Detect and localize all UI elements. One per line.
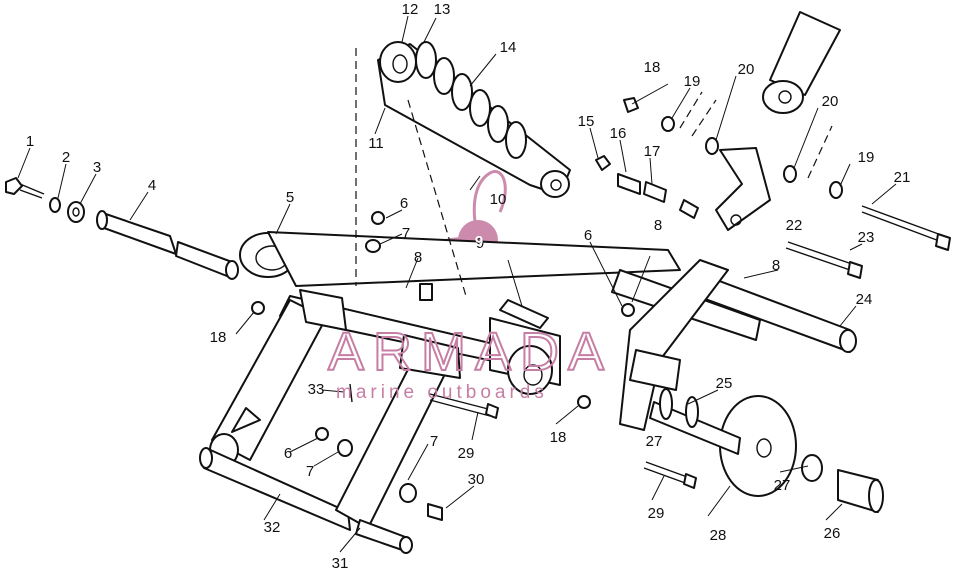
callout-19-right: 19 [858, 149, 875, 166]
callout-5: 5 [286, 189, 294, 206]
callout-26: 26 [824, 525, 841, 542]
callout-29-left: 29 [458, 445, 475, 462]
callout-18-top: 18 [644, 59, 661, 76]
callout-20-left: 20 [738, 61, 755, 78]
callout-8-right: 8 [772, 257, 780, 274]
callout-7: 7 [402, 225, 410, 242]
callout-15: 15 [578, 113, 595, 130]
leader-lines [17, 15, 897, 553]
callout-31: 31 [332, 555, 349, 570]
callout-6-lower: 6 [284, 445, 292, 462]
left-hardware [5, 177, 239, 280]
callout-10: 10 [490, 191, 507, 208]
callout-labels: 1 2 3 4 5 6 7 8 8 8 9 10 11 12 13 14 15 … [26, 1, 911, 570]
callout-16: 16 [610, 125, 627, 142]
callout-14: 14 [500, 39, 517, 56]
alignment-line-mid [407, 99, 467, 297]
front-arm-right [335, 345, 453, 554]
callout-7-lower-left: 7 [306, 463, 314, 480]
callout-20-right: 20 [822, 93, 839, 110]
callout-8-mid: 8 [654, 217, 662, 234]
callout-7-lower: 7 [430, 433, 438, 450]
watermark: 9 ARMADA marine outboards [327, 233, 613, 403]
callout-21: 21 [894, 169, 911, 186]
callout-33: 33 [308, 381, 325, 398]
right-hardware [595, 91, 951, 279]
callout-11: 11 [368, 135, 384, 152]
watermark-brand: ARMADA [328, 322, 613, 382]
callout-27-right: 27 [774, 477, 791, 494]
pivot-block [489, 299, 561, 395]
watermark-logo-number: 9 [475, 233, 483, 250]
callout-4: 4 [148, 177, 156, 194]
upper-shock-body [762, 11, 841, 114]
watermark-tagline: marine outboards [336, 382, 548, 403]
callout-28: 28 [710, 527, 727, 544]
callout-17: 17 [644, 143, 661, 160]
mount-brackets [299, 283, 461, 379]
callout-32: 32 [264, 519, 281, 536]
callout-12: 12 [402, 1, 419, 18]
callout-22: 22 [786, 217, 803, 234]
shock-absorber [377, 41, 571, 198]
callout-2: 2 [62, 149, 70, 166]
rear-arm [619, 259, 729, 431]
callout-29-right: 29 [648, 505, 665, 522]
callout-27-left: 27 [646, 433, 663, 450]
callout-18-bottom: 18 [550, 429, 567, 446]
callout-1: 1 [26, 133, 34, 150]
callout-6: 6 [400, 195, 408, 212]
callout-9: 9 [476, 235, 484, 252]
callout-24: 24 [856, 291, 873, 308]
callout-8-left: 8 [414, 249, 422, 266]
callout-18-left: 18 [210, 329, 227, 346]
callout-30: 30 [468, 471, 485, 488]
idler-wheel [649, 388, 884, 513]
callout-3: 3 [93, 159, 101, 176]
callout-23: 23 [858, 229, 875, 246]
callout-13: 13 [434, 1, 451, 18]
callout-19-left: 19 [684, 73, 701, 90]
callout-6-right: 6 [584, 227, 592, 244]
lower-hardware [251, 211, 697, 521]
callout-25: 25 [716, 375, 733, 392]
